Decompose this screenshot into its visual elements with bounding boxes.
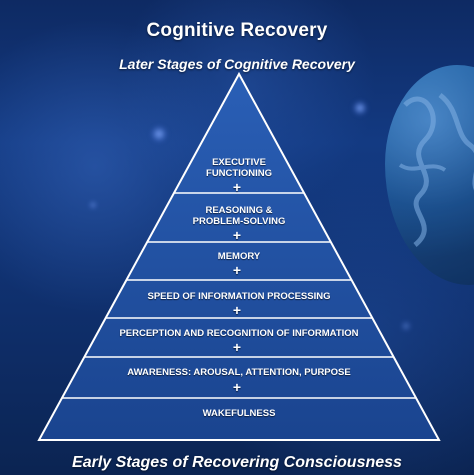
bottom-stage-label: Early Stages of Recovering Consciousness — [72, 454, 402, 471]
pyramid-layer: WAKEFULNESS — [40, 408, 438, 419]
pyramid-layer: REASONING &PROBLEM-SOLVING — [40, 205, 438, 227]
pyramid-layer: PERCEPTION AND RECOGNITION OF INFORMATIO… — [40, 328, 438, 339]
bokeh-light — [88, 200, 98, 210]
top-stage-label: Later Stages of Cognitive Recovery — [119, 56, 355, 72]
layer-label: PERCEPTION AND RECOGNITION OF INFORMATIO… — [119, 328, 359, 339]
layer-label: REASONING & — [205, 205, 273, 216]
layer-label: MEMORY — [217, 251, 261, 262]
layer-label: WAKEFULNESS — [202, 408, 276, 419]
plus-connector: + — [232, 262, 242, 278]
brain-image — [385, 65, 474, 285]
diagram-title: Cognitive Recovery — [146, 20, 328, 41]
bokeh-light — [352, 100, 368, 116]
plus-connector: + — [232, 179, 242, 195]
brain-folds-icon — [398, 91, 474, 247]
plus-connector: + — [232, 339, 242, 355]
plus-connector: + — [232, 302, 242, 318]
plus-connector: + — [232, 379, 242, 395]
plus-connector: + — [232, 227, 242, 243]
pyramid-layer: AWARENESS: AROUSAL, ATTENTION, PURPOSE — [40, 367, 438, 378]
bokeh-light — [150, 125, 168, 143]
layer-label: EXECUTIVE — [212, 157, 266, 168]
pyramid-layer: MEMORY — [40, 251, 438, 262]
pyramid-outline — [37, 71, 441, 441]
layer-label: AWARENESS: AROUSAL, ATTENTION, PURPOSE — [127, 367, 351, 378]
bokeh-light — [400, 320, 412, 332]
pyramid-layer: SPEED OF INFORMATION PROCESSING — [40, 291, 438, 302]
layer-label: SPEED OF INFORMATION PROCESSING — [147, 291, 331, 302]
layer-label-line2: FUNCTIONING — [206, 168, 272, 179]
layer-label-line2: PROBLEM-SOLVING — [192, 216, 286, 227]
